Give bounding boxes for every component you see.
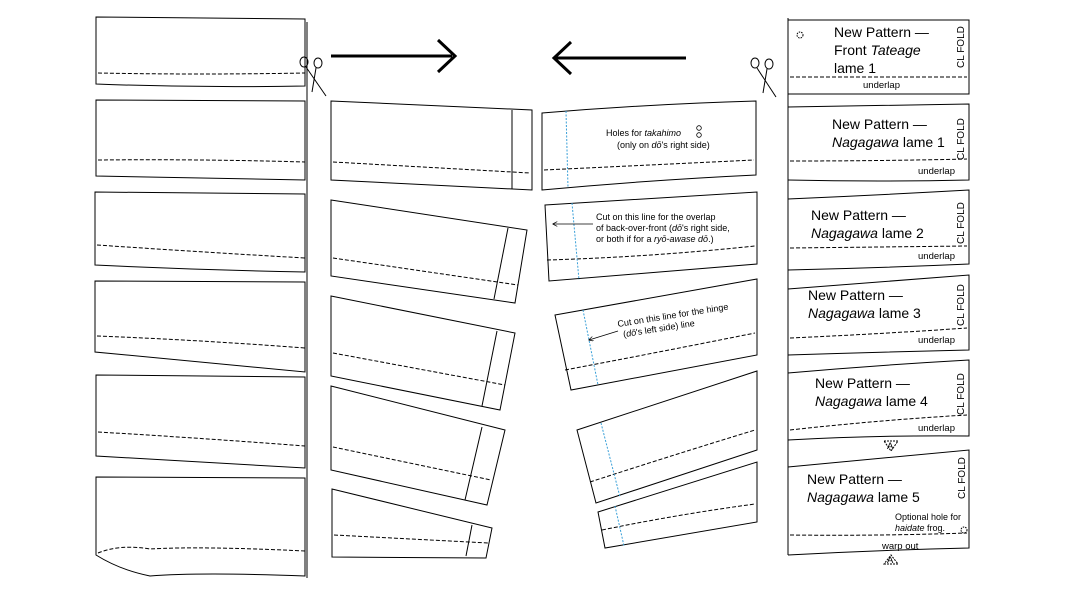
- overlap-note-line-2: of back-over-front (dō's right side,: [596, 223, 730, 233]
- pattern-3-outline: [787, 189, 970, 271]
- mid-right-lame-5: [597, 461, 758, 549]
- pattern-3-cl-fold: CL FOLD: [956, 202, 967, 244]
- pattern-6-title-line-1: New Pattern —: [807, 471, 902, 487]
- pattern-5-title-line-2: Nagagawa lame 4: [815, 393, 928, 409]
- pattern-6-cl-fold: CL FOLD: [957, 457, 968, 499]
- overlap-note-line-1: Cut on this line for the overlap: [596, 212, 716, 222]
- scissors-icon: [299, 56, 327, 97]
- mid-left-lame-4: [330, 385, 506, 506]
- scissors-icon-right: [750, 57, 777, 98]
- pattern-1-cl-fold: CL FOLD: [956, 26, 967, 68]
- pattern-1-outline: [788, 19, 970, 95]
- mark-a-triangle-icon-bottom: [882, 554, 900, 565]
- pattern-2-outline: [787, 103, 970, 182]
- holes-note-line-1: Holes for takahimo: [606, 128, 681, 138]
- pattern-3-title-line-2: Nagagawa lame 2: [811, 225, 924, 241]
- haidate-note-line-1: Optional hole for: [895, 512, 961, 522]
- cut-line-2: [571, 202, 580, 281]
- left-lame-5: [95, 374, 306, 469]
- arrow-right-head: [436, 38, 458, 74]
- hinge-note: Cut on this line for the hinge (dō's lef…: [617, 302, 729, 340]
- pattern-1-title-line-1: New Pattern —: [834, 24, 929, 40]
- arrow-left-head: [551, 40, 573, 76]
- left-lame-2: [95, 99, 306, 181]
- pattern-5-cl-fold: CL FOLD: [956, 373, 967, 415]
- left-lame-4: [94, 280, 306, 373]
- pattern-3-underlap: underlap: [918, 251, 955, 262]
- cut-line-3: [582, 309, 599, 386]
- pattern-2-title-line-2: Nagagawa lame 1: [832, 134, 945, 150]
- pattern-5-outline: [787, 359, 970, 452]
- pattern-6-title-line-2: Nagagawa lame 5: [807, 489, 920, 505]
- mid-right-lame-3: [554, 278, 758, 391]
- overlap-note-line-3: or both if for a ryō-awase dō.): [596, 234, 714, 244]
- left-lame-6: [95, 476, 306, 577]
- left-lame-1: [95, 16, 306, 88]
- pattern-1-underlap: underlap: [863, 80, 900, 91]
- pattern-5-title-line-1: New Pattern —: [815, 375, 910, 391]
- mid-right-lame-4: [576, 370, 758, 504]
- left-lame-3: [94, 191, 306, 273]
- pattern-6-outline: [787, 449, 970, 565]
- pattern-2-cl-fold: CL FOLD: [956, 118, 967, 160]
- pattern-4-outline: [787, 274, 970, 356]
- pattern-4-cl-fold: CL FOLD: [956, 284, 967, 326]
- cut-line-4: [600, 422, 621, 498]
- mid-left-lame-2: [330, 199, 528, 304]
- takahimo-holes-icon: [696, 125, 702, 138]
- pattern-6-mark-a: A: [887, 555, 894, 566]
- pattern-4-title-line-1: New Pattern —: [808, 287, 903, 303]
- haidate-note-line-2: haidate frog.: [895, 523, 945, 533]
- pattern-5-mark-a: A: [887, 441, 894, 452]
- pattern-1-title-line-3: lame 1: [834, 60, 876, 76]
- mid-left-lame-3: [330, 295, 516, 411]
- pattern-2-underlap: underlap: [918, 166, 955, 177]
- cut-line-1: [565, 110, 569, 189]
- haidate-hole-icon: [960, 526, 968, 534]
- pattern-3-title-line-1: New Pattern —: [811, 207, 906, 223]
- holes-note-line-2: (only on dō's right side): [617, 140, 710, 150]
- pattern-2-title-line-1: New Pattern —: [832, 116, 927, 132]
- mid-left-lame-5: [331, 488, 493, 559]
- pattern-4-title-line-2: Nagagawa lame 3: [808, 305, 921, 321]
- hole-icon: [796, 31, 804, 39]
- mid-left-lame-1: [330, 100, 533, 191]
- hinge-pointer-arrow: [589, 330, 619, 340]
- pattern-4-underlap: underlap: [918, 335, 955, 346]
- mark-a-triangle-icon: [883, 440, 899, 452]
- pattern-6-warp-out: warp out: [881, 541, 919, 552]
- mid-right-lame-2: [544, 191, 758, 282]
- mid-right-lame-1: [541, 100, 757, 191]
- pattern-1-title-line-2: Front Tateage: [834, 42, 921, 58]
- pattern-5-underlap: underlap: [918, 423, 955, 434]
